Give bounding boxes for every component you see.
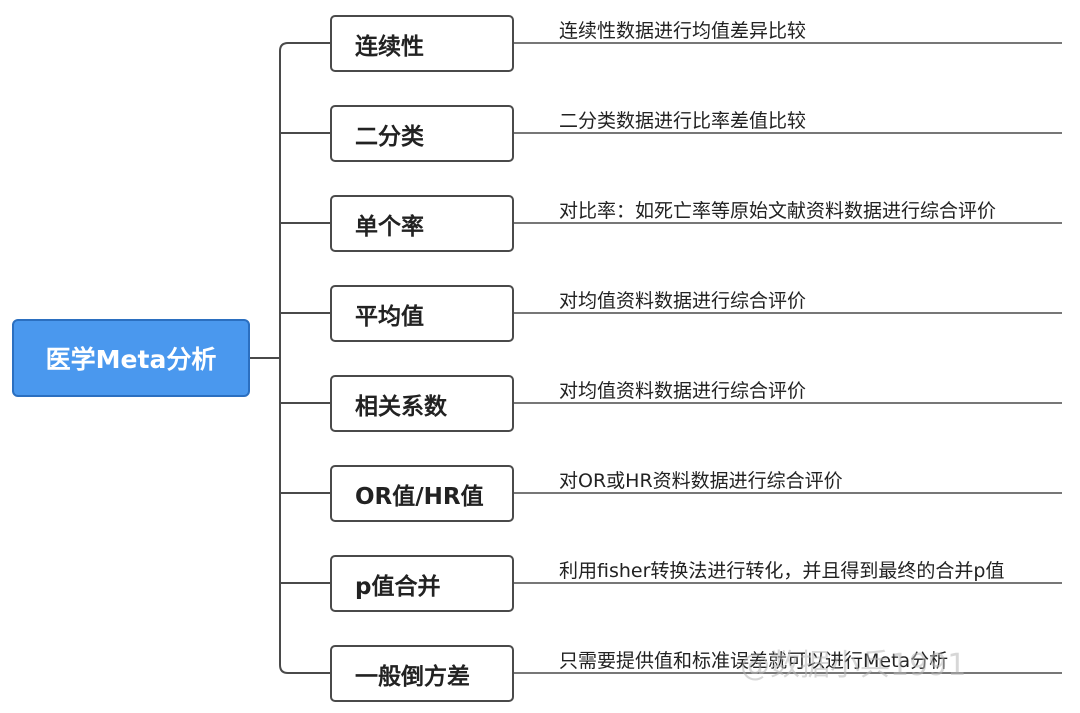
branch-description: 利用fisher转换法进行转化，并且得到最终的合并p值 — [559, 560, 1005, 582]
branch-description: 只需要提供值和标准误差就可以进行Meta分析 — [559, 650, 949, 672]
branch-or-hr[interactable]: OR值/HR值 — [330, 465, 514, 522]
trunk-connector — [279, 42, 330, 674]
branch-description: 对均值资料数据进行综合评价 — [559, 290, 807, 312]
branch-inverse-variance[interactable]: 一般倒方差 — [330, 645, 514, 702]
branch-single-rate[interactable]: 单个率 — [330, 195, 514, 252]
branch-continuous[interactable]: 连续性 — [330, 15, 514, 72]
branch-mean[interactable]: 平均值 — [330, 285, 514, 342]
branch-description: 二分类数据进行比率差值比较 — [559, 110, 807, 132]
branch-description: 对OR或HR资料数据进行综合评价 — [559, 470, 843, 492]
root-topic-meta-analysis[interactable]: 医学Meta分析 — [12, 319, 250, 397]
branch-p-value-merge[interactable]: p值合并 — [330, 555, 514, 612]
branch-description: 对比率：如死亡率等原始文献资料数据进行综合评价 — [559, 200, 997, 222]
branch-description: 对均值资料数据进行综合评价 — [559, 380, 807, 402]
branch-description: 连续性数据进行均值差异比较 — [559, 20, 807, 42]
branch-correlation[interactable]: 相关系数 — [330, 375, 514, 432]
branch-binary[interactable]: 二分类 — [330, 105, 514, 162]
